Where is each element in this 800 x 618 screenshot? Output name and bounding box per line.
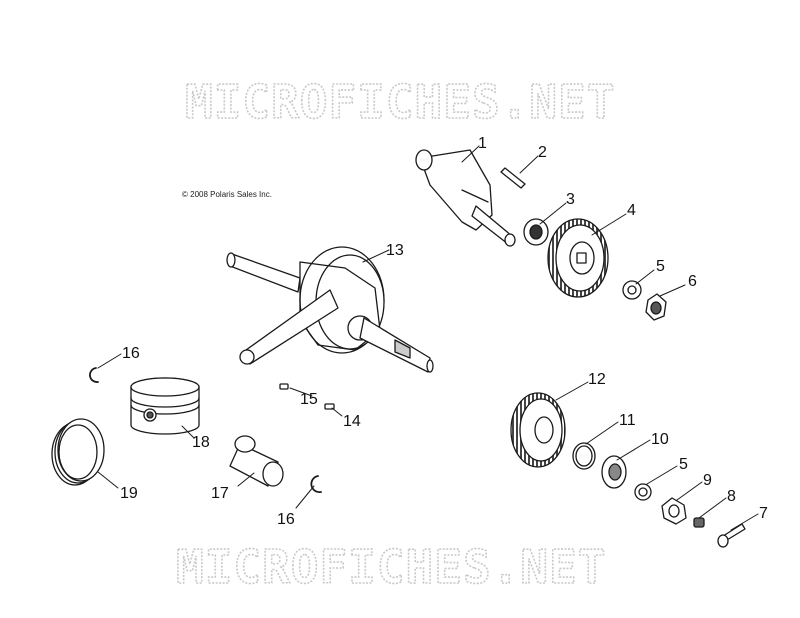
callout-13: 13	[386, 242, 404, 259]
leader-lines	[97, 145, 759, 531]
part-10-plate[interactable]	[601, 455, 627, 489]
watermark-top: MICROFICHES.NET	[185, 75, 615, 129]
callout-4: 4	[627, 202, 636, 219]
callout-5-lower: 5	[679, 456, 688, 473]
callout-3: 3	[566, 191, 575, 208]
part-2-key[interactable]	[500, 167, 526, 189]
part-8-spring[interactable]	[693, 517, 705, 528]
copyright-notice: © 2008 Polaris Sales Inc.	[182, 190, 272, 199]
part-15-pin[interactable]	[279, 383, 289, 390]
part-5-washer-lower[interactable]	[634, 483, 652, 501]
callout-8: 8	[727, 488, 736, 505]
callout-2: 2	[538, 144, 547, 161]
part-6-nut[interactable]	[645, 293, 667, 321]
callout-16-upper: 16	[122, 345, 140, 362]
part-19-piston-rings[interactable]	[51, 418, 105, 486]
callout-7: 7	[759, 505, 768, 522]
part-13-crankshaft[interactable]	[226, 246, 434, 373]
part-17-piston-pin[interactable]	[229, 435, 284, 487]
callout-5-upper: 5	[656, 258, 665, 275]
part-7-bolt[interactable]	[717, 523, 746, 548]
part-9-nut[interactable]	[661, 497, 687, 525]
part-16-clip-lower[interactable]	[310, 475, 322, 493]
part-11-washer[interactable]	[572, 442, 596, 470]
part-4-drive-gear[interactable]	[547, 218, 609, 298]
callout-9: 9	[703, 472, 712, 489]
callout-1: 1	[478, 135, 487, 152]
callout-14: 14	[343, 413, 361, 430]
callout-19: 19	[120, 485, 138, 502]
callout-labels: 1 2 3 4 5 6 13 15 14 16 16 17 18 19 12 1…	[120, 135, 768, 528]
callout-6: 6	[688, 273, 697, 290]
callout-18: 18	[192, 434, 210, 451]
part-1-balancer-shaft[interactable]	[415, 149, 516, 247]
part-5-washer-upper[interactable]	[622, 280, 642, 300]
callout-11: 11	[619, 412, 636, 429]
part-16-clip-upper[interactable]	[89, 367, 99, 383]
callout-12: 12	[588, 371, 606, 388]
part-18-piston[interactable]	[130, 377, 200, 435]
callout-15: 15	[300, 391, 318, 408]
callout-10: 10	[651, 431, 669, 448]
callout-17: 17	[211, 485, 229, 502]
watermark-bottom: MICROFICHES.NET	[176, 540, 606, 594]
part-3-bearing[interactable]	[523, 218, 549, 246]
part-12-gear[interactable]	[510, 392, 566, 468]
callout-16-lower: 16	[277, 511, 295, 528]
